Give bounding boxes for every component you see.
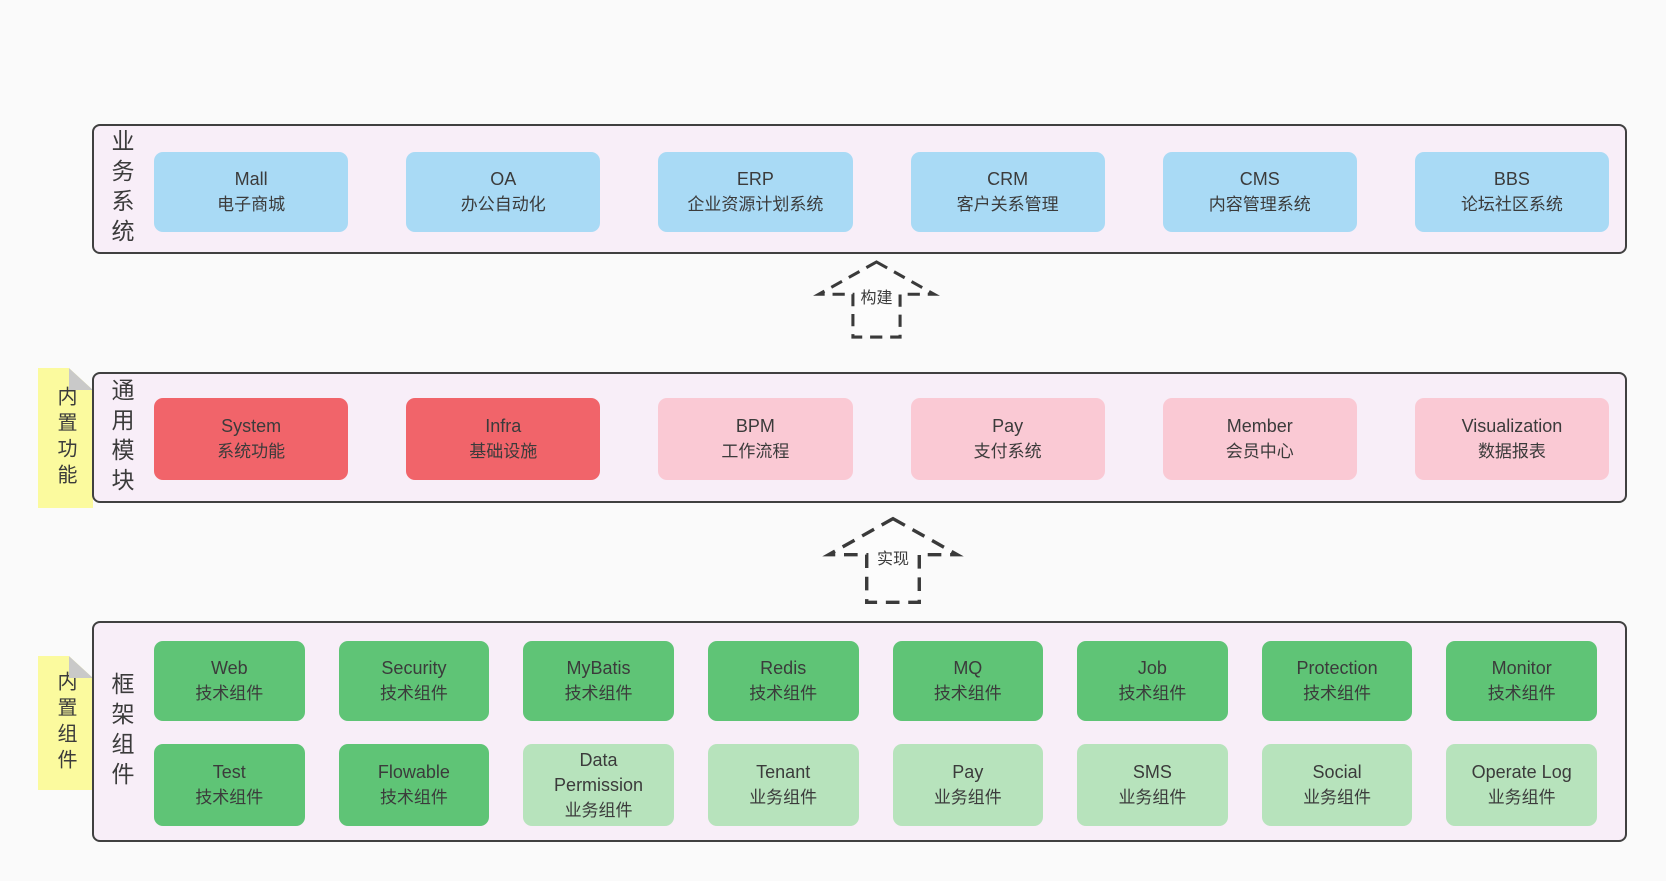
components-row-1: Web 技术组件 Security 技术组件 MyBatis 技术组件 Redi… bbox=[154, 641, 1597, 721]
implement-arrow-label: 实现 bbox=[873, 543, 913, 570]
node-web: Web 技术组件 bbox=[154, 641, 305, 721]
business-layer-label: 业务系统 bbox=[108, 129, 134, 249]
node-data-permission: Data Permission 业务组件 bbox=[523, 744, 674, 826]
business-systems-layer: 业务系统 Mall 电子商城 OA 办公自动化 ERP 企业资源计划系统 CRM… bbox=[92, 124, 1627, 254]
node-pay-component: Pay 业务组件 bbox=[892, 744, 1044, 826]
build-arrow-label: 构建 bbox=[857, 283, 896, 310]
node-cms: CMS 内容管理系统 bbox=[1162, 152, 1357, 232]
modules-layer-row: System 系统功能 Infra 基础设施 BPM 工作流程 Pay 支付系统… bbox=[154, 398, 1610, 480]
node-job: Job 技术组件 bbox=[1077, 641, 1228, 721]
components-row-2: Test 技术组件 Flowable 技术组件 Data Permission … bbox=[154, 744, 1597, 826]
note-fold-icon bbox=[69, 368, 93, 390]
node-tenant: Tenant 业务组件 bbox=[707, 744, 859, 826]
common-modules-layer: 通用模块 System 系统功能 Infra 基础设施 BPM 工作流程 Pay… bbox=[92, 372, 1627, 503]
node-bpm: BPM 工作流程 bbox=[658, 398, 853, 480]
components-layer-label: 框架组件 bbox=[108, 671, 134, 792]
node-visualization: Visualization 数据报表 bbox=[1414, 398, 1610, 480]
node-redis: Redis 技术组件 bbox=[707, 641, 859, 721]
node-oa: OA 办公自动化 bbox=[406, 152, 601, 232]
node-mybatis: MyBatis 技术组件 bbox=[523, 641, 674, 721]
node-protection: Protection 技术组件 bbox=[1261, 641, 1413, 721]
framework-components-layer: 框架组件 Web 技术组件 Security 技术组件 MyBatis 技术组件… bbox=[92, 621, 1627, 842]
node-crm: CRM 客户关系管理 bbox=[910, 152, 1105, 232]
node-flowable: Flowable 技术组件 bbox=[338, 744, 490, 826]
business-layer-row: Mall 电子商城 OA 办公自动化 ERP 企业资源计划系统 CRM 客户关系… bbox=[154, 152, 1610, 232]
node-infra: Infra 基础设施 bbox=[406, 398, 601, 480]
node-erp: ERP 企业资源计划系统 bbox=[658, 152, 853, 232]
node-operate-log: Operate Log 业务组件 bbox=[1446, 744, 1597, 826]
node-mq: MQ 技术组件 bbox=[892, 641, 1044, 721]
note-fold-icon bbox=[69, 656, 93, 678]
implement-arrow: 实现 bbox=[820, 515, 966, 606]
modules-layer-label: 通用模块 bbox=[108, 377, 134, 498]
node-system: System 系统功能 bbox=[154, 398, 349, 480]
node-social: Social 业务组件 bbox=[1261, 744, 1413, 826]
builtin-features-note: 内置功能 bbox=[38, 368, 93, 508]
node-mall: Mall 电子商城 bbox=[154, 152, 349, 232]
node-bbs: BBS 论坛社区系统 bbox=[1414, 152, 1610, 232]
node-member: Member 会员中心 bbox=[1162, 398, 1357, 480]
builtin-components-note: 内置组件 bbox=[38, 656, 93, 790]
node-test: Test 技术组件 bbox=[154, 744, 305, 826]
node-security: Security 技术组件 bbox=[338, 641, 490, 721]
build-arrow: 构建 bbox=[811, 256, 942, 343]
node-sms: SMS 业务组件 bbox=[1077, 744, 1228, 826]
node-monitor: Monitor 技术组件 bbox=[1446, 641, 1597, 721]
node-pay-module: Pay 支付系统 bbox=[910, 398, 1105, 480]
